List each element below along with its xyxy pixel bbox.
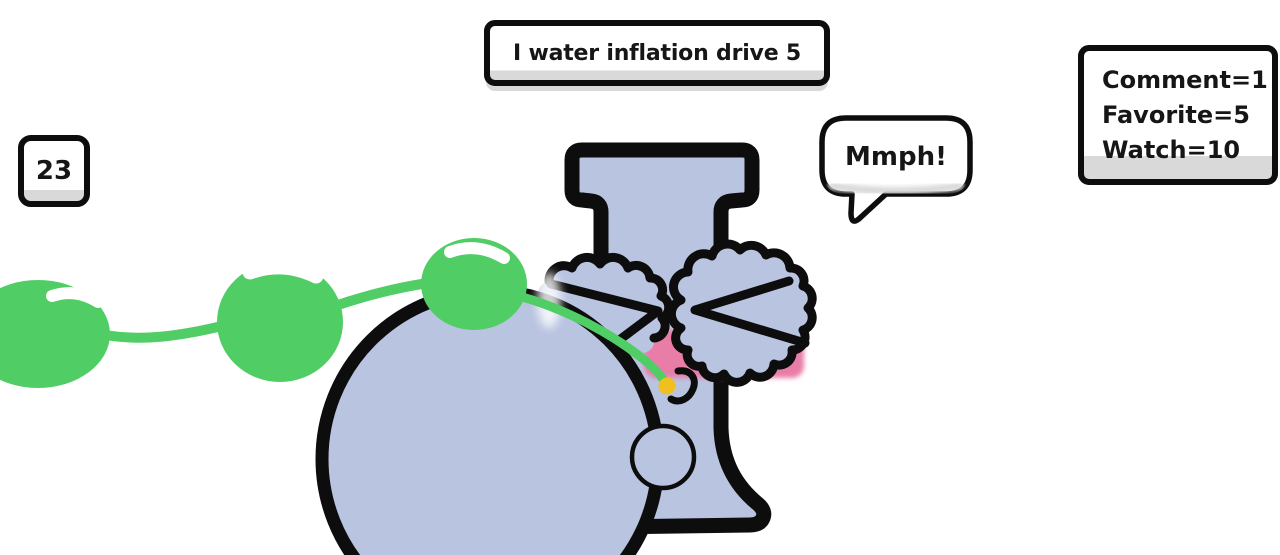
speech-bubble-shading: [828, 182, 964, 195]
title-label: I water inflation drive 5: [513, 40, 801, 66]
stat-line-watch: Watch=10: [1102, 135, 1241, 164]
bead-cord-1: [95, 321, 227, 343]
bead-cord-2: [333, 278, 433, 310]
right-hand: [666, 239, 817, 387]
speech-bubble: Mmph!: [819, 115, 973, 224]
hook-icon: [667, 367, 698, 405]
bead-string[interactable]: [0, 238, 698, 405]
speech-text: Mmph!: [845, 142, 947, 172]
bead-2-highlight: [242, 259, 324, 284]
stat-line-comment: Comment=1: [1102, 65, 1268, 94]
counter-value: 23: [35, 156, 73, 186]
cord-tip: [658, 377, 676, 395]
character-i[interactable]: [315, 142, 817, 555]
bead-2: [217, 262, 343, 382]
highlight-smudge: [537, 272, 561, 328]
bead-cord-3: [510, 290, 671, 389]
bead-1: [0, 280, 110, 388]
right-eye-squeezed: [690, 276, 810, 348]
bead-1-highlight: [46, 287, 104, 308]
bead-3-highlight: [444, 242, 510, 264]
left-eye-squeezed: [546, 279, 663, 346]
title-box: I water inflation drive 5: [484, 20, 830, 86]
stats-box: Comment=1 Favorite=5 Watch=10: [1078, 45, 1278, 185]
counter-box: 23: [18, 135, 90, 207]
right-fist: [666, 239, 817, 387]
speech-bubble-shape: [819, 115, 973, 224]
left-fist-outline: [544, 252, 674, 343]
stat-line-favorite: Favorite=5: [1102, 100, 1250, 129]
belly-button-circle: [629, 423, 697, 491]
